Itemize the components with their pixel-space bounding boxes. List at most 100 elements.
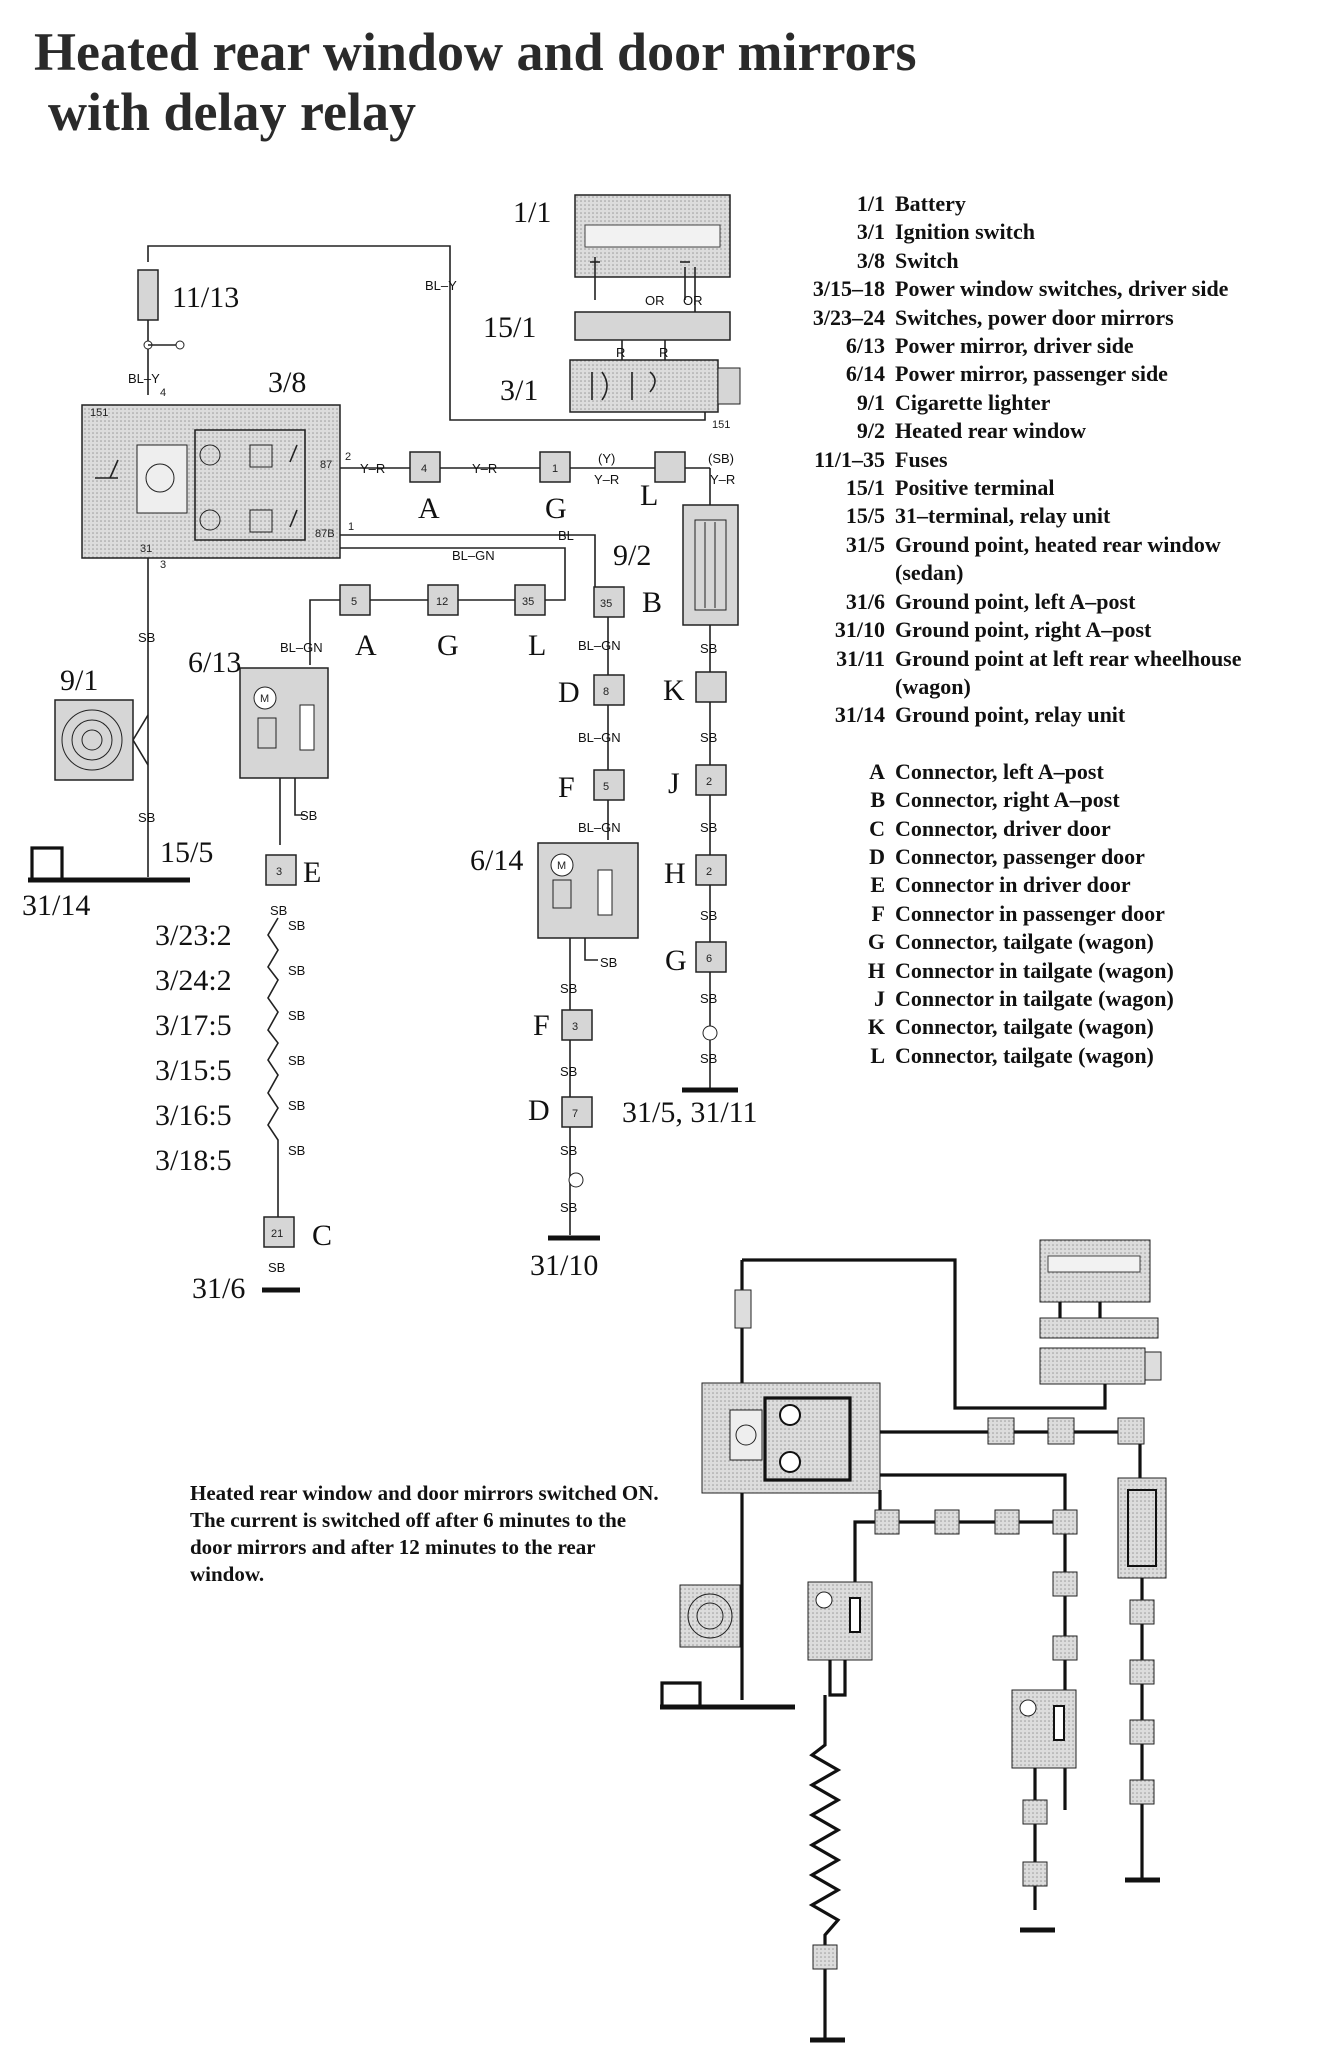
connectors-desc: Connector, left A–post bbox=[895, 758, 1104, 784]
wire-sb-g: SB bbox=[700, 991, 717, 1006]
wire-sb-c: SB bbox=[268, 1260, 285, 1275]
components-code: 31/14 bbox=[834, 702, 885, 728]
connectors-code: E bbox=[870, 872, 885, 898]
components-code: 15/5 bbox=[845, 503, 885, 529]
connectors-desc: Connector in driver door bbox=[895, 872, 1131, 898]
wire-or-2: OR bbox=[683, 293, 703, 308]
wire-sb-613: SB bbox=[300, 808, 317, 823]
components-code: 1/1 bbox=[856, 191, 885, 216]
components-code: 3/1 bbox=[856, 219, 885, 245]
connectors-code: G bbox=[867, 929, 885, 955]
connector-g-right-letter: G bbox=[665, 944, 687, 977]
connector-g-yr-pin: 1 bbox=[552, 463, 558, 475]
components-desc: Heated rear window bbox=[895, 418, 1087, 444]
wire-bl-gn-d: BL–GN bbox=[578, 730, 621, 745]
wire-y-r-1: Y–R bbox=[360, 461, 385, 476]
rear-window-9-2 bbox=[682, 504, 739, 626]
connectors-desc: Connector, tailgate (wagon) bbox=[895, 1042, 1154, 1068]
wire-sb-d: SB bbox=[560, 1143, 577, 1158]
connectors-desc: Connector in passenger door bbox=[895, 900, 1165, 926]
connector-k-letter: K bbox=[663, 674, 685, 707]
connector-g-blgn-letter: G bbox=[437, 629, 459, 662]
pin-87b: 87B bbox=[315, 528, 335, 540]
connector-j-letter: J bbox=[668, 767, 680, 800]
label-rear-window: 9/2 bbox=[613, 539, 651, 572]
components-row: (wagon) bbox=[780, 673, 1242, 701]
connector-a-yr bbox=[409, 451, 441, 483]
connectors-code: K bbox=[867, 1014, 885, 1040]
wire-sb-614b: SB bbox=[560, 981, 577, 996]
label-mirror-passenger: 6/14 bbox=[470, 844, 523, 877]
driver-chain-switch-label: 3/16:5 bbox=[155, 1099, 232, 1132]
wire-sb-h: SB bbox=[700, 908, 717, 923]
driver-chain-switch-label: 3/24:2 bbox=[155, 964, 232, 997]
wire-bl bbox=[340, 534, 596, 590]
connectors-code: L bbox=[870, 1042, 885, 1068]
components-code: 6/14 bbox=[845, 361, 885, 387]
components-code: 3/23–24 bbox=[812, 304, 885, 330]
label-positive-terminal: 15/1 bbox=[483, 311, 536, 344]
connector-f-right-letter: F bbox=[558, 771, 575, 804]
wire-bl-y-loop bbox=[147, 245, 706, 421]
connector-g-blgn-pin: 12 bbox=[436, 596, 448, 608]
connectors-code: H bbox=[867, 957, 885, 983]
connectors-desc: Connector, right A–post bbox=[895, 787, 1120, 813]
wire-bl-y-top: BL–Y bbox=[425, 278, 457, 293]
connector-b-letter: B bbox=[642, 586, 662, 619]
battery-1-1 bbox=[574, 194, 731, 315]
components-code: 31/5 bbox=[845, 531, 885, 557]
label-fuse: 11/13 bbox=[172, 281, 239, 314]
driver-chain-wire-sb: SB bbox=[288, 1008, 305, 1023]
pin-3: 3 bbox=[160, 559, 166, 571]
connector-f-lower bbox=[561, 1009, 593, 1041]
components-code: 3/15–18 bbox=[812, 276, 885, 302]
pin-151-switch: 151 bbox=[90, 407, 108, 419]
wire-y-r-3: Y–R bbox=[594, 472, 619, 487]
positive-terminal-15-1 bbox=[574, 311, 731, 360]
wire-y-r-4: Y–R bbox=[710, 472, 735, 487]
connector-b-blgn bbox=[593, 586, 625, 618]
components-desc: Cigarette lighter bbox=[895, 389, 1051, 415]
wire-sb-k: SB bbox=[700, 730, 717, 745]
connector-d-right-pin: 8 bbox=[603, 686, 609, 698]
pin-4: 4 bbox=[160, 387, 166, 399]
connector-c bbox=[263, 1216, 295, 1248]
connector-a-blgn-pin: 5 bbox=[351, 596, 357, 608]
ground-point-icon bbox=[568, 1172, 584, 1188]
wire-sb-e: SB bbox=[270, 903, 287, 918]
components-desc: Power window switches, driver side bbox=[895, 276, 1229, 302]
connector-g-right bbox=[695, 941, 727, 973]
connector-l-blgn-pin: 35 bbox=[522, 596, 534, 608]
pin-87: 87 bbox=[320, 459, 332, 471]
components-code: 15/1 bbox=[845, 475, 885, 501]
mirror-driver-m: M bbox=[260, 693, 269, 705]
label-gnd-right-apost: 31/10 bbox=[530, 1249, 598, 1282]
wire-r-2: R bbox=[659, 345, 668, 360]
connector-h-letter: H bbox=[664, 857, 686, 890]
components-desc: (sedan) bbox=[895, 560, 964, 586]
connector-f-lower-pin: 3 bbox=[572, 1021, 578, 1033]
label-gnd-rear-window: 31/5, 31/11 bbox=[622, 1096, 758, 1129]
wire-bl-gn-613: BL–GN bbox=[280, 640, 323, 655]
connectors-row: L Connector, tailgate (wagon) bbox=[780, 1042, 1242, 1070]
connectors-desc: Connector, passenger door bbox=[895, 843, 1145, 869]
driver-chain-wire-sb: SB bbox=[288, 1143, 305, 1158]
connector-l-blgn bbox=[514, 584, 546, 616]
connector-g-yr bbox=[539, 451, 571, 483]
components-desc: Ground point, right A–post bbox=[895, 617, 1152, 643]
connector-f-right-pin: 5 bbox=[603, 781, 609, 793]
mirror-passenger-6-14 bbox=[537, 842, 639, 980]
wire-sb-paren: (SB) bbox=[708, 451, 734, 466]
connector-d-right-letter: D bbox=[558, 676, 580, 709]
